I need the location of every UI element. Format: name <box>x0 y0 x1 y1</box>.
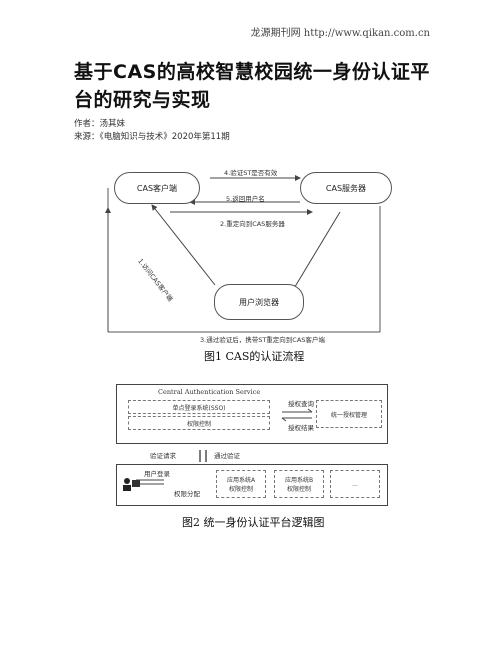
app-b-title: 应用系统B <box>284 477 314 484</box>
step-5-label: 5.返回用户名 <box>226 195 265 203</box>
figure-1-caption: 图1 CAS的认证流程 <box>204 350 305 363</box>
cas-client-node: CAS客户端 <box>114 172 200 204</box>
cas-service-frame <box>116 384 388 444</box>
figure-1-arrows <box>105 175 381 333</box>
app-system-b: 应用系统B 权限控制 <box>274 470 324 498</box>
more-apps-box: ... <box>330 470 380 498</box>
journal-header: 龙源期刊网 http://www.qikan.com.cn <box>250 28 430 39</box>
grant-result-label: 授权结果 <box>288 424 314 432</box>
step-3-label: 3.通过验证后，携带ST重定向到CAS客户端 <box>200 336 325 344</box>
unified-mgmt-box: 统一授权管理 <box>316 400 382 428</box>
app-b-subtitle: 权限控制 <box>286 486 311 493</box>
cas-server-node: CAS服务器 <box>300 172 392 204</box>
article-author: 作者：汤其妹 <box>74 119 126 129</box>
article-source: 来源：《电脑知识与技术》2020年第11期 <box>74 132 230 142</box>
perm-assign-label: 权限分配 <box>174 490 200 498</box>
figure-2-arrows <box>136 408 313 485</box>
verify-request-label: 验证请求 <box>150 452 176 460</box>
figure-2-caption: 图2 统一身份认证平台逻辑图 <box>182 516 325 529</box>
sso-box: 单点登录系统(SSO) <box>128 400 270 414</box>
app-a-subtitle: 权限控制 <box>228 486 253 493</box>
grant-query-label: 授权查询 <box>288 400 314 408</box>
service-title: Central Authentication Service <box>158 388 261 396</box>
user-browser-node: 用户浏览器 <box>214 284 304 320</box>
article-title: 基于CAS的高校智慧校园统一身份认证平台的研究与实现 <box>74 61 430 111</box>
apps-frame <box>116 464 388 506</box>
auth-control-box: 权限控制 <box>128 416 270 430</box>
step-2-label: 2.重定向到CAS服务器 <box>220 220 285 228</box>
user-computer-icon <box>122 476 140 491</box>
app-a-title: 应用系统A <box>226 477 256 484</box>
pass-verify-label: 通过验证 <box>214 452 240 460</box>
figure-2-platform-logic: Central Authentication Service 单点登录系统(SS… <box>116 384 388 508</box>
user-login-label: 用户登录 <box>144 470 170 478</box>
figure-1-cas-flow: CAS客户端 CAS服务器 用户浏览器 4.验证ST是否有效 5.返回用户名 2… <box>100 160 400 346</box>
step-4-label: 4.验证ST是否有效 <box>224 169 278 177</box>
app-system-a: 应用系统A 权限控制 <box>216 470 266 498</box>
